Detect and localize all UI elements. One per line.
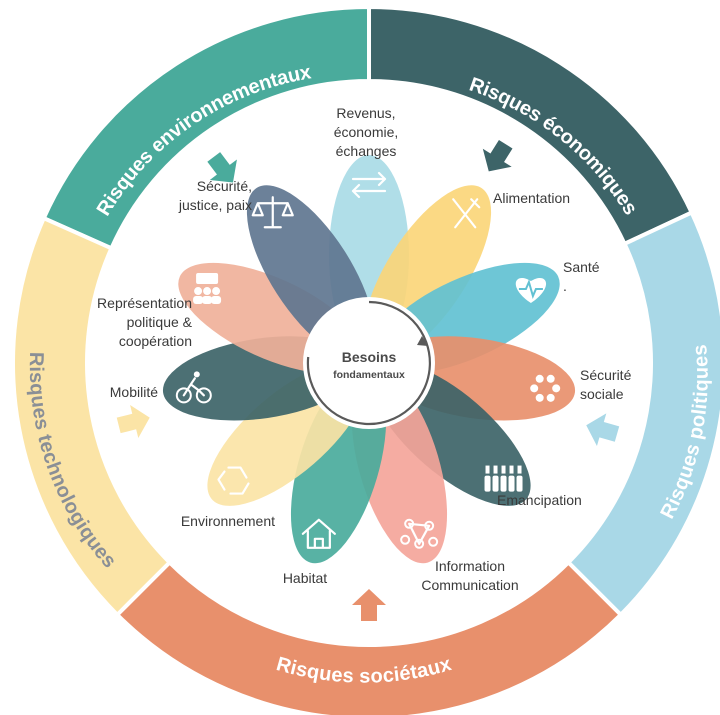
house-icon [301,518,336,549]
cyclist-icon [175,371,212,404]
need-label: Alimentation [493,190,570,206]
scales-icon [251,196,294,229]
need-label-line: sociale [580,386,624,402]
hands-circle-icon [530,374,561,402]
cycle-arrowhead-icon [417,336,428,346]
arrow-societaux-icon [352,589,386,621]
fork-knife-icon [452,198,481,229]
recycle-icon [217,466,250,495]
heart-pulse-icon [515,277,547,304]
need-label-line: Alimentation [493,190,570,206]
risk-segment-technologiques [11,215,173,618]
need-label-line: Sécurité [580,367,632,383]
need-label: Revenus, économie, échanges [334,105,399,159]
need-label-line: Communication [421,577,518,593]
needs-icons [175,171,561,549]
meeting-icon [193,273,222,305]
need-label-line: Santé [563,259,600,275]
need-label: Santé. [563,259,600,294]
center-hub: Besoins fondamentaux [303,297,435,429]
need-label: Représentation politique & coopération [97,295,193,349]
risk-segment-societaux [114,559,624,715]
raised-hands-group-icon [484,465,523,492]
need-label-line: . [563,278,567,294]
need-label-line: Information [435,558,505,574]
need-label-line: politique & [127,314,193,330]
need-label: Sécurité sociale [580,367,632,402]
need-label-line: Représentation [97,295,192,311]
need-label: Habitat [283,570,327,586]
need-label: Sécurité, justice, paix [178,178,252,213]
cycle-arc [306,300,432,426]
network-nodes-icon [400,518,439,549]
need-label: Emancipation [497,492,582,508]
need-label-line: Sécurité, [197,178,252,194]
need-label-line: Revenus, [336,105,395,121]
needs-labels: Revenus, économie, échangesAlimentationSan… [97,105,632,593]
arrow-politiques-icon [586,413,620,447]
need-label-line: Environnement [181,513,275,529]
need-label-line: échanges [336,143,397,159]
risk-segment-economiques [367,4,695,247]
arrow-environnementaux-icon [207,152,237,183]
center-subtitle: fondamentaux [333,369,405,381]
need-label-line: Mobilité [110,384,158,400]
need-label-line: Habitat [283,570,327,586]
risk-arrows [116,139,620,621]
exchange-arrows-icon [351,171,387,199]
need-label: Mobilité [110,384,158,400]
arrow-economiques-icon [482,139,513,172]
risk-ring [11,4,720,715]
need-label-line: coopération [119,333,192,349]
need-label: Environnement [181,513,275,529]
need-label-line: Emancipation [497,492,582,508]
need-label-line: justice, paix [178,197,252,213]
center-title: Besoins [342,349,397,365]
arrow-technologiques-icon [116,405,150,439]
need-label-line: économie, [334,124,399,140]
